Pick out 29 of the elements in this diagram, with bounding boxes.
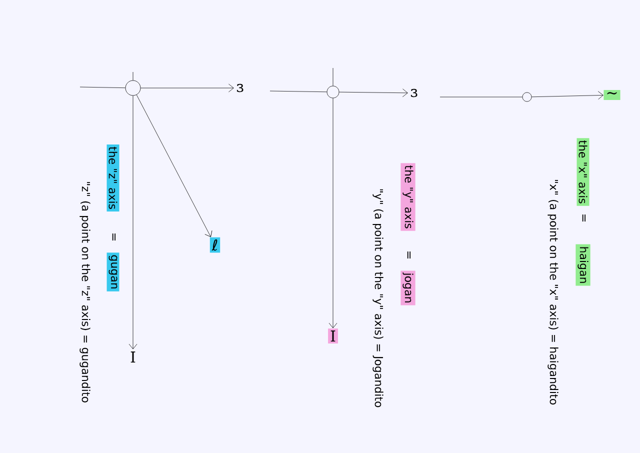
axis-arrow	[140, 84, 234, 92]
highlighted-term: the "x" axis	[576, 138, 590, 206]
axis-line	[332, 68, 334, 86]
highlighted-term: jogan	[400, 270, 416, 306]
note-text: =	[112, 234, 116, 240]
highlighted-term: gugan	[106, 252, 120, 292]
axis-arrow	[339, 88, 408, 98]
axis-origin-circle	[326, 86, 340, 98]
note-text: =	[582, 214, 586, 222]
axis-end-symbol: ɜ	[410, 88, 418, 98]
note-text: "x" (a point on the "x" axis) = haigandito	[548, 180, 558, 405]
axis-origin-circle	[522, 92, 532, 102]
axis-origin-circle	[125, 80, 141, 96]
note-text: "y" (a point on the "y" axis) = Jogandito	[372, 189, 384, 408]
axis-line	[132, 72, 134, 80]
axis-arrow	[136, 94, 212, 238]
highlighted-term: the "y" axis	[400, 163, 416, 231]
axis-end-symbol: ɜ	[236, 84, 244, 92]
highlighted-term: haigan	[576, 244, 590, 286]
note-text: "z" (a point on the "z" axis) = gugandito	[80, 182, 90, 402]
axis-line	[80, 86, 126, 88]
axis-line	[270, 90, 327, 92]
axis-arrow	[128, 96, 138, 350]
highlighted-term: the "z" axis	[106, 144, 120, 212]
axis-arrow	[328, 98, 338, 328]
axis-line	[440, 96, 522, 98]
note-text: =	[407, 252, 410, 258]
axis-arrow	[532, 91, 604, 100]
axis-end-symbol: I	[130, 352, 136, 362]
